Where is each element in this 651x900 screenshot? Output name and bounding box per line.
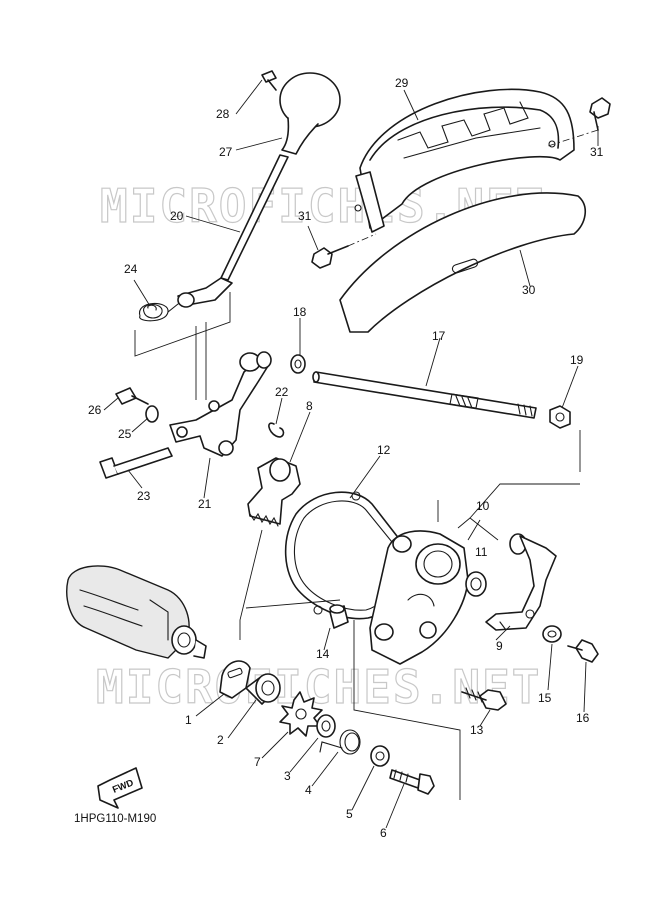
callout-1: 1 xyxy=(185,713,192,727)
part-19-nut xyxy=(549,405,571,429)
callout-29: 29 xyxy=(395,76,409,90)
callout-17: 17 xyxy=(432,329,446,343)
part-11-shift-cover xyxy=(369,530,469,665)
watermark-bottom: MICROFICHES.NET xyxy=(96,660,541,714)
callout-31-lower: 31 xyxy=(298,209,312,223)
part-6-bolt xyxy=(389,769,435,795)
part-27-knob xyxy=(279,72,341,155)
part-31-screw-lower xyxy=(311,245,349,269)
part-15-washer xyxy=(542,625,562,643)
callout-23: 23 xyxy=(137,489,151,503)
part-10-oil-seal xyxy=(465,571,487,597)
callout-22: 22 xyxy=(275,385,289,399)
callout-16: 16 xyxy=(576,711,590,725)
callout-19: 19 xyxy=(570,353,584,367)
callout-9: 9 xyxy=(496,639,503,653)
callout-2: 2 xyxy=(217,733,224,747)
callout-24: 24 xyxy=(124,262,138,276)
part-18-collar xyxy=(290,354,306,374)
part-23-bolt xyxy=(99,447,173,479)
part-24-spring xyxy=(139,302,179,322)
callout-26: 26 xyxy=(88,403,102,417)
callout-30: 30 xyxy=(522,283,536,297)
callout-15: 15 xyxy=(538,691,552,705)
callout-20: 20 xyxy=(170,209,184,223)
part-31-screw-upper xyxy=(589,97,611,131)
callout-25: 25 xyxy=(118,427,132,441)
callout-6: 6 xyxy=(380,826,387,840)
part-1-stopper-plate xyxy=(219,660,251,699)
part-21-shift-arm xyxy=(169,351,272,457)
part-30-cover-plate xyxy=(339,192,586,333)
part-13-bolt xyxy=(461,687,507,711)
part-14-dowel xyxy=(329,604,349,629)
callout-7: 7 xyxy=(254,755,261,769)
callout-10: 10 xyxy=(476,499,490,513)
callout-4: 4 xyxy=(305,783,312,797)
part-2-collar xyxy=(245,673,281,705)
part-7-star-cam xyxy=(279,691,323,737)
part-3-washer xyxy=(316,714,336,738)
part-9-shift-arm xyxy=(485,533,557,631)
part-17-shift-shaft xyxy=(312,371,537,419)
callout-8: 8 xyxy=(306,399,313,413)
shift-drum xyxy=(66,565,207,659)
callout-11: 11 xyxy=(475,545,488,559)
callout-3: 3 xyxy=(284,769,291,783)
callout-28: 28 xyxy=(216,107,230,121)
part-28-screw xyxy=(261,70,277,91)
diagram-code: 1HPG110-M190 xyxy=(74,813,156,825)
part-22-clip xyxy=(268,422,285,438)
part-25-washer xyxy=(145,405,159,423)
callout-5: 5 xyxy=(346,807,353,821)
part-26-bolt xyxy=(115,387,149,405)
callout-27: 27 xyxy=(219,145,233,159)
callout-31-upper: 31 xyxy=(590,145,604,159)
fwd-arrow-icon: FWD xyxy=(97,767,143,809)
part-12-gasket xyxy=(284,491,406,620)
part-5-washer xyxy=(370,745,390,767)
callout-21: 21 xyxy=(198,497,212,511)
part-4-spring xyxy=(319,729,361,755)
callout-14: 14 xyxy=(316,647,330,661)
part-20-shift-lever xyxy=(177,154,289,308)
part-8-shift-segment xyxy=(247,457,301,527)
callout-13: 13 xyxy=(470,723,484,737)
callout-18: 18 xyxy=(293,305,307,319)
part-16-bolt xyxy=(567,639,599,663)
part-29-shift-gate-cover xyxy=(354,88,575,233)
callout-12: 12 xyxy=(377,443,391,457)
